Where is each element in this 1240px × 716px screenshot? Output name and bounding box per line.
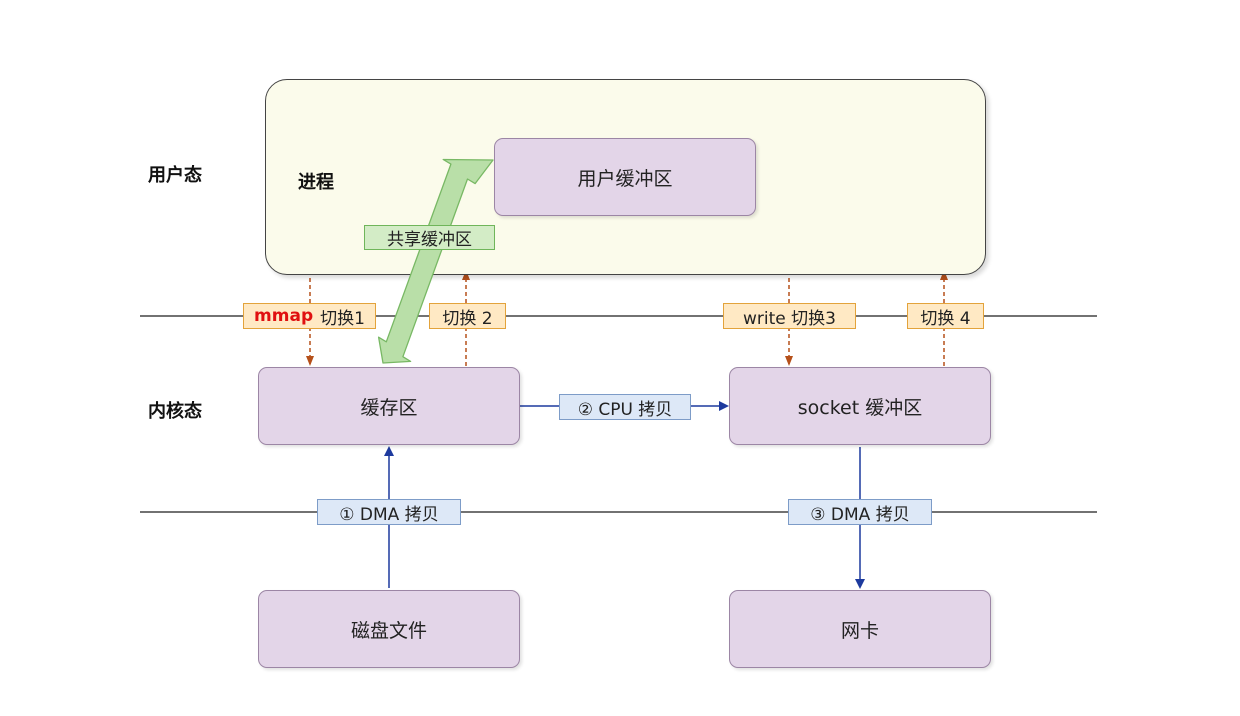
switch1-text: 切换1 <box>320 308 365 329</box>
kernel-space-label: 内核态 <box>148 401 202 422</box>
process-label: 进程 <box>298 172 334 193</box>
switch2-label: 切换 2 <box>429 303 506 329</box>
cpu-copy-2-label: ② CPU 拷贝 <box>559 394 691 420</box>
dma-copy-3-label: ③ DMA 拷贝 <box>788 499 932 525</box>
disk-file-box: 磁盘文件 <box>258 590 520 668</box>
switch1-label: mmap 切换1 <box>243 303 376 329</box>
user-buffer-box: 用户缓冲区 <box>494 138 756 216</box>
user-space-label: 用户态 <box>148 165 202 186</box>
switch3-label: write 切换3 <box>723 303 856 329</box>
mmap-keyword: mmap <box>254 306 314 326</box>
page-cache-box: 缓存区 <box>258 367 520 445</box>
nic-box: 网卡 <box>729 590 991 668</box>
shared-buffer-label: 共享缓冲区 <box>364 225 495 250</box>
socket-buffer-box: socket 缓冲区 <box>729 367 991 445</box>
dma-copy-1-label: ① DMA 拷贝 <box>317 499 461 525</box>
switch4-label: 切换 4 <box>907 303 984 329</box>
